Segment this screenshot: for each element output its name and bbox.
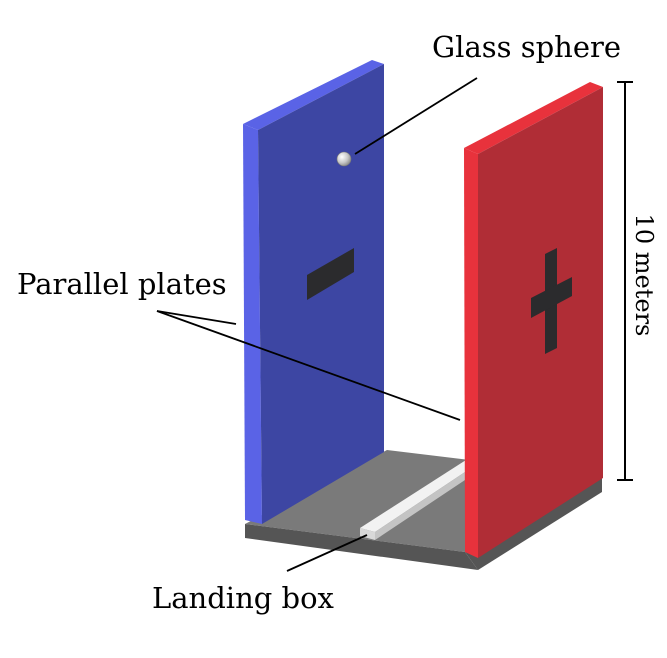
glass-sphere-label: Glass sphere: [432, 30, 621, 64]
glass-sphere-leader: [354, 77, 478, 155]
height-indicator: [617, 81, 633, 481]
negative-plate-face: [258, 64, 384, 524]
floor-front-side: [245, 524, 478, 570]
plus-sign-icon: [531, 248, 572, 354]
parallel-plates-leader-right: [156, 310, 461, 421]
negative-plate-top-edge: [243, 60, 384, 130]
positive-plate: [464, 82, 603, 558]
height-label: 10 meters: [630, 214, 658, 337]
positive-plate-top-edge: [464, 82, 603, 154]
minus-sign-icon: [307, 248, 354, 300]
landing-box-label: Landing box: [152, 581, 334, 615]
positive-plate-face: [478, 87, 603, 558]
landing-box-leader: [286, 534, 368, 572]
landing-box-side: [375, 470, 468, 540]
parallel-plates-leader-left: [156, 310, 237, 325]
negative-plate: [243, 60, 384, 524]
parallel-plates-label: Parallel plates: [17, 267, 227, 301]
leader-lines: [156, 77, 478, 572]
glass-sphere: [336, 151, 352, 167]
positive-plate-side-edge: [464, 148, 478, 558]
landing-box-top: [360, 460, 468, 532]
negative-plate-side-edge: [243, 124, 262, 524]
